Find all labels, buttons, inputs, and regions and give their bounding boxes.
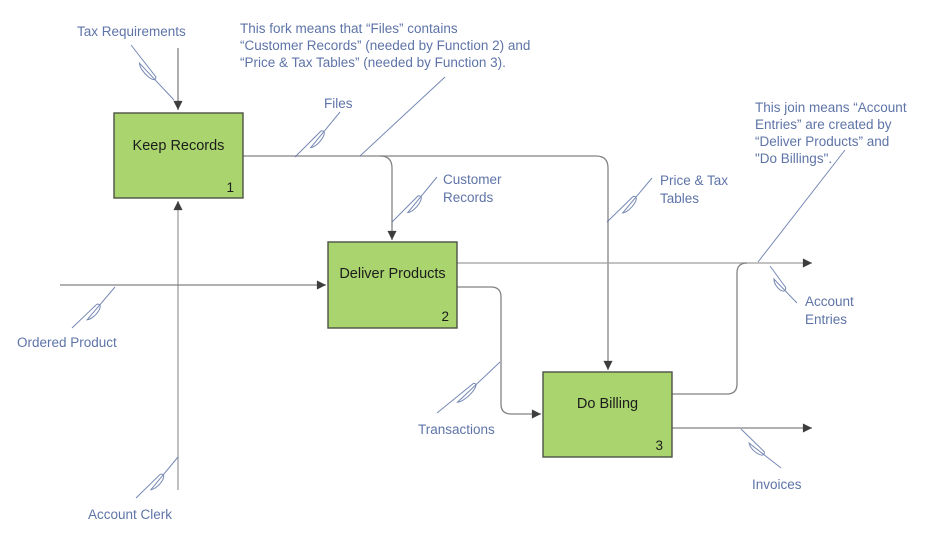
fork-note-line2: “Customer Records” (needed by Function 2… [240, 38, 530, 53]
do-billing-label: Do Billing [577, 396, 638, 412]
leader-squiggle-price-tax-tables [606, 177, 653, 223]
process-box-deliver-products[interactable]: Deliver Products 2 [327, 241, 458, 329]
join-note-line1: This join means “Account [755, 100, 907, 115]
label-account-clerk: Account Clerk [88, 507, 172, 522]
keep-records-box[interactable] [113, 112, 244, 199]
leader-squiggle-tax-requirements [130, 44, 175, 101]
label-account-entries-line1: Account [805, 294, 854, 309]
label-ordered-product: Ordered Product [17, 335, 117, 350]
join-annotation: This join means “Account Entries” are cr… [755, 100, 907, 166]
deliver-products-number: 2 [441, 309, 449, 324]
keep-records-number: 1 [226, 180, 234, 195]
leader-squiggle-account-clerk [135, 456, 179, 499]
leader-squiggle-transactions [436, 361, 501, 414]
arrow-fork-customer-records [379, 155, 397, 240]
join-note-line4: "Do Billings". [755, 151, 832, 166]
label-customer-records-line2: Records [443, 190, 494, 205]
label-leader-squiggles [71, 44, 798, 499]
line-do-billing-join [672, 262, 748, 395]
leader-squiggle-ordered-product [71, 286, 116, 329]
fork-note-line3: “Price & Tax Tables” (needed by Function… [240, 55, 506, 70]
deliver-products-box[interactable] [327, 241, 458, 329]
join-note-line2: Entries” are created by [755, 117, 892, 132]
fork-annotation: This fork means that “Files” contains “C… [240, 21, 530, 70]
fork-note-leader-line [359, 76, 446, 157]
leader-squiggle-customer-records [391, 176, 438, 223]
process-box-do-billing[interactable]: Do Billing 3 [542, 371, 673, 458]
keep-records-label: Keep Records [133, 138, 225, 154]
label-customer-records-line1: Customer [443, 172, 502, 187]
label-account-entries-line2: Entries [805, 312, 847, 327]
arrow-transactions [457, 286, 541, 419]
arrow-files-to-do-billing [243, 155, 613, 371]
leader-squiggle-account-entries [769, 265, 798, 304]
label-transactions: Transactions [418, 422, 495, 437]
label-tax-requirements: Tax Requirements [77, 24, 186, 39]
label-price-tax-tables-line2: Tables [660, 191, 699, 206]
label-files: Files [324, 96, 353, 111]
leader-squiggle-invoices [740, 428, 782, 469]
fork-note-line1: This fork means that “Files” contains [240, 21, 458, 36]
join-note-leader-line [757, 149, 846, 263]
join-note-line3: “Deliver Products” and [755, 134, 889, 149]
do-billing-number: 3 [655, 438, 663, 453]
do-billing-box[interactable] [542, 371, 673, 458]
process-box-keep-records[interactable]: Keep Records 1 [113, 112, 244, 199]
label-price-tax-tables-line1: Price & Tax [660, 173, 728, 188]
deliver-products-label: Deliver Products [339, 266, 445, 282]
label-invoices: Invoices [752, 477, 802, 492]
leader-squiggle-files [294, 111, 341, 158]
